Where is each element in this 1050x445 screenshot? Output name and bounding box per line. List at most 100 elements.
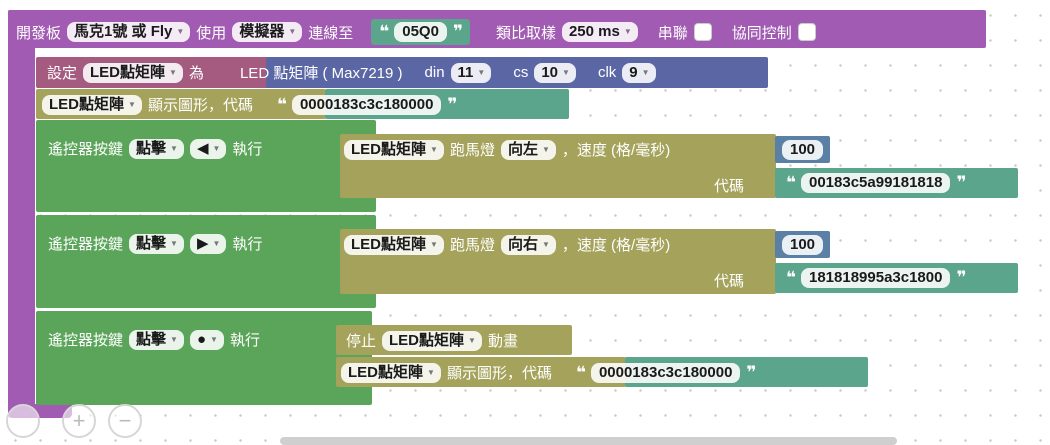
- quote-open-icon: ❝: [379, 22, 389, 41]
- din-dropdown[interactable]: 11▼: [450, 62, 492, 83]
- use-label: 使用: [196, 24, 227, 42]
- animation-label: 動畫: [487, 333, 518, 350]
- board-label: 開發板: [16, 24, 62, 42]
- quote-open-icon: ❝: [786, 173, 796, 192]
- serial-label: 串聯: [657, 24, 688, 42]
- sync-checkbox[interactable]: [797, 23, 816, 41]
- clk-dropdown[interactable]: 9▼: [622, 62, 656, 83]
- code-1-row: ❝ 00183c5a99181818 ❞: [786, 173, 966, 193]
- display-code-input[interactable]: 0000183c3c180000: [590, 362, 741, 383]
- marquee-var-dropdown[interactable]: LED點矩陣▼: [344, 234, 444, 255]
- right-triangle-icon: ▶: [196, 234, 209, 252]
- remote-label: 遙控器按鍵: [48, 141, 124, 158]
- stop-animation-row: 停止 LED點矩陣▼ 動畫: [346, 330, 518, 351]
- clk-label: clk: [597, 64, 617, 81]
- sampling-label: 類比取樣: [495, 24, 556, 42]
- quote-close-icon: ❞: [447, 94, 457, 114]
- quote-open-icon: ❝: [276, 94, 287, 114]
- display-label: 顯示圖形，代碼: [446, 365, 552, 382]
- exec-label: 執行: [229, 332, 260, 349]
- marquee-1-row-2: 代碼: [714, 175, 744, 196]
- display-block-row: LED點矩陣▼ 顯示圖形，代碼 ❝ 0000183c3c180000 ❞: [42, 94, 457, 115]
- display-code-input[interactable]: 0000183c3c180000: [291, 94, 442, 115]
- chevron-down-icon: ▼: [210, 334, 218, 344]
- cs-dropdown[interactable]: 10▼: [534, 62, 576, 83]
- quote-open-icon: ❝: [575, 362, 586, 382]
- sampling-dropdown[interactable]: 250 ms▼: [561, 22, 638, 42]
- chevron-down-icon: ▼: [477, 67, 486, 77]
- speed-input[interactable]: 100: [782, 140, 824, 160]
- exec-label: 執行: [232, 141, 263, 158]
- zoom-reset-button[interactable]: [6, 404, 40, 438]
- chevron-down-icon: ▼: [169, 67, 177, 77]
- chevron-down-icon: ▼: [641, 67, 650, 77]
- speed-label: ，速度 (格/毫秒): [561, 237, 671, 254]
- device-id-input[interactable]: 05Q0: [394, 22, 447, 42]
- chevron-down-icon: ▼: [212, 238, 221, 248]
- stop-var-dropdown[interactable]: LED點矩陣▼: [382, 330, 482, 351]
- remote-key-dropdown[interactable]: ◀▼: [189, 138, 227, 159]
- constructor-label: LED 點矩陣 ( Max7219 ): [239, 65, 403, 82]
- chevron-down-icon: ▼: [170, 238, 178, 248]
- as-label: 為: [188, 65, 204, 82]
- board-block-spine: [8, 10, 35, 412]
- zoom-out-button[interactable]: −: [108, 404, 142, 438]
- display-var-dropdown[interactable]: LED點矩陣▼: [42, 94, 142, 115]
- quote-open-icon: ❝: [786, 268, 796, 287]
- display-block-2-row: LED點矩陣▼ 顯示圖形，代碼 ❝ 0000183c3c180000 ❞: [341, 362, 756, 383]
- remote-event-dropdown[interactable]: 點擊▼: [129, 233, 184, 254]
- marquee-label: 跑馬燈: [449, 142, 495, 159]
- chevron-down-icon: ▼: [427, 367, 435, 377]
- marquee-2-row-1: LED點矩陣▼ 跑馬燈 向右▼ ，速度 (格/毫秒): [344, 234, 670, 255]
- board-dropdown[interactable]: 馬克1號 或 Fly▼: [67, 22, 191, 42]
- code-label: 代碼: [714, 178, 745, 195]
- mode-dropdown[interactable]: 模擬器▼: [232, 22, 303, 42]
- code-2-row: ❝ 181818995a3c1800 ❞: [786, 268, 966, 288]
- chevron-down-icon: ▼: [430, 144, 438, 154]
- speed-input[interactable]: 100: [782, 235, 824, 255]
- chevron-down-icon: ▼: [623, 27, 632, 36]
- set-label: 設定: [47, 65, 78, 82]
- minus-icon: −: [118, 408, 132, 433]
- remote-key-dropdown[interactable]: ▶▼: [189, 233, 227, 254]
- direction-dropdown[interactable]: 向左▼: [500, 139, 556, 160]
- board-block-row: 開發板 馬克1號 或 Fly▼ 使用 模擬器▼ 連線至 ❝ 05Q0 ❞ 類比取…: [16, 19, 816, 45]
- zoom-in-button[interactable]: +: [62, 404, 96, 438]
- remote-event-block-1[interactable]: [36, 120, 376, 212]
- code-input[interactable]: 181818995a3c1800: [800, 268, 951, 288]
- serial-checkbox[interactable]: [693, 23, 712, 41]
- device-id-text-block[interactable]: ❝ 05Q0 ❞: [371, 19, 470, 45]
- quote-close-icon: ❞: [746, 362, 756, 382]
- connect-label: 連線至: [308, 24, 354, 42]
- speed-2-row: 100: [782, 235, 824, 255]
- chevron-down-icon: ▼: [541, 144, 550, 154]
- remote-event-block-3[interactable]: [36, 311, 372, 405]
- remote-event-block-2[interactable]: [36, 215, 376, 308]
- direction-dropdown[interactable]: 向右▼: [500, 234, 556, 255]
- chevron-down-icon: ▼: [541, 239, 550, 249]
- chevron-down-icon: ▼: [468, 335, 476, 345]
- display-var-dropdown[interactable]: LED點矩陣▼: [341, 362, 441, 383]
- quote-close-icon: ❞: [956, 173, 966, 192]
- din-label: din: [424, 64, 445, 81]
- chevron-down-icon: ▼: [170, 143, 178, 153]
- exec-label: 執行: [232, 236, 263, 253]
- remote-key-dropdown[interactable]: ●▼: [189, 329, 224, 350]
- dot-icon: ●: [196, 330, 207, 348]
- quote-close-icon: ❞: [452, 22, 463, 41]
- chevron-down-icon: ▼: [430, 239, 438, 249]
- constructor-block[interactable]: [266, 57, 768, 88]
- remote-event-dropdown[interactable]: 點擊▼: [129, 138, 184, 159]
- chevron-down-icon: ▼: [176, 27, 185, 36]
- marquee-label: 跑馬燈: [449, 237, 495, 254]
- plus-icon: +: [72, 408, 86, 433]
- marquee-2-row-2: 代碼: [714, 270, 744, 291]
- left-triangle-icon: ◀: [196, 139, 209, 157]
- set-var-dropdown[interactable]: LED點矩陣▼: [83, 62, 183, 83]
- code-label: 代碼: [714, 273, 745, 290]
- remote-event-dropdown[interactable]: 點擊▼: [129, 329, 184, 350]
- chevron-down-icon: ▼: [170, 334, 178, 344]
- horizontal-scrollbar[interactable]: [280, 437, 897, 445]
- marquee-var-dropdown[interactable]: LED點矩陣▼: [344, 139, 444, 160]
- code-input[interactable]: 00183c5a99181818: [800, 173, 951, 193]
